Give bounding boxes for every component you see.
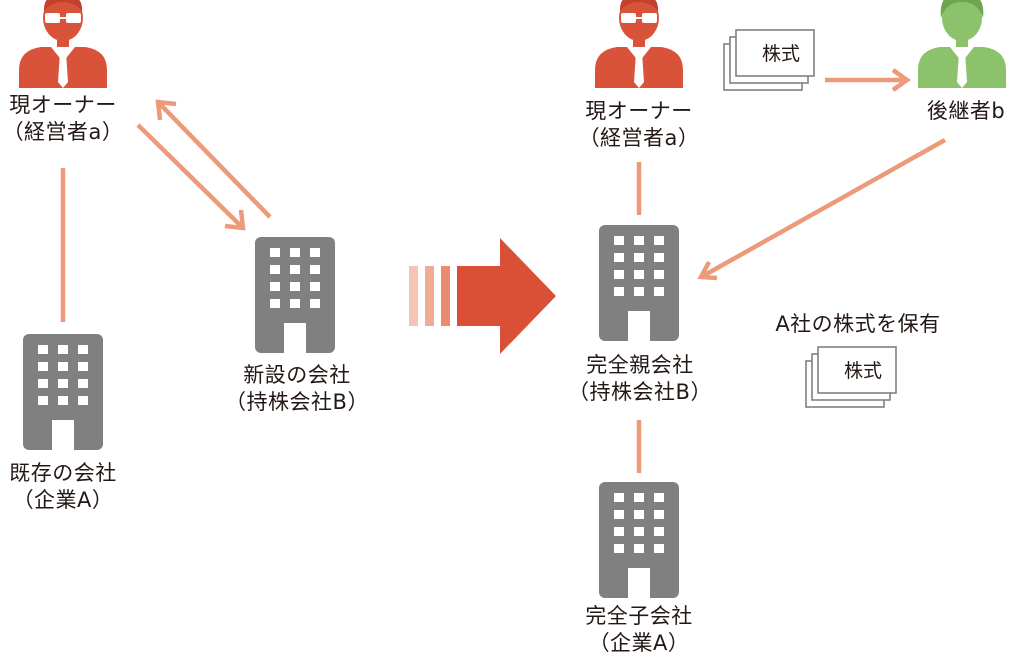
new-company-to-owner-arrow xyxy=(156,100,272,219)
left-owner-icon xyxy=(19,0,107,88)
new-company-label: 新設の会社 （持株会社B） xyxy=(225,362,369,416)
parent-company-label: 完全親会社 （持株会社B） xyxy=(568,352,712,406)
successor-label-line1: 後継者b xyxy=(926,99,1006,123)
existing-company-label-line1: 既存の会社 xyxy=(9,461,117,485)
new-company-building-icon xyxy=(255,237,335,353)
right-owner-label: 現オーナー （経営者a） xyxy=(579,98,700,152)
existing-company-label: 既存の会社 （企業A） xyxy=(9,460,117,514)
shares-card-top-text: 株式 xyxy=(762,43,800,65)
subsidiary-label-line1: 完全子会社 xyxy=(585,604,693,628)
left-owner-label-line2: （経営者a） xyxy=(2,120,124,144)
subsidiary-label-line2: （企業A） xyxy=(588,631,690,655)
owner-to-new-company-arrowhead xyxy=(224,209,246,231)
subsidiary-label: 完全子会社 （企業A） xyxy=(585,603,693,657)
transition-arrow xyxy=(409,238,556,354)
existing-company-building-icon xyxy=(23,334,103,450)
subsidiary-building-icon xyxy=(599,482,679,598)
left-owner-label-line1: 現オーナー xyxy=(9,93,117,117)
new-company-to-owner-arrowhead xyxy=(155,99,177,121)
shares-to-successor-arrowhead xyxy=(891,68,911,92)
parent-company-label-line1: 完全親会社 xyxy=(586,353,694,377)
successor-label: 後継者b xyxy=(927,98,1005,125)
right-owner-label-line1: 現オーナー xyxy=(585,99,693,123)
shares-card-top-icon: 株式 xyxy=(723,29,815,91)
owner-to-new-company-arrow xyxy=(136,123,245,230)
left-owner-label: 現オーナー （経営者a） xyxy=(3,92,124,146)
existing-company-label-line2: （企業A） xyxy=(12,488,114,512)
shares-card-right-icon: 株式 xyxy=(805,346,897,408)
new-company-label-line1: 新設の会社 xyxy=(243,363,351,387)
parent-company-building-icon xyxy=(599,225,679,341)
holding-note: A社の株式を保有 xyxy=(775,311,940,338)
new-company-label-line2: （持株会社B） xyxy=(225,390,369,414)
right-owner-label-line2: （経営者a） xyxy=(578,126,700,150)
shares-card-right-text: 株式 xyxy=(844,360,882,382)
successor-to-parent-company-arrowhead xyxy=(697,260,718,281)
successor-to-parent-company-arrow xyxy=(701,138,947,278)
successor-icon xyxy=(918,0,1006,88)
parent-company-label-line2: （持株会社B） xyxy=(568,380,712,404)
holding-note-text: A社の株式を保有 xyxy=(775,312,941,336)
right-owner-icon xyxy=(595,0,683,88)
